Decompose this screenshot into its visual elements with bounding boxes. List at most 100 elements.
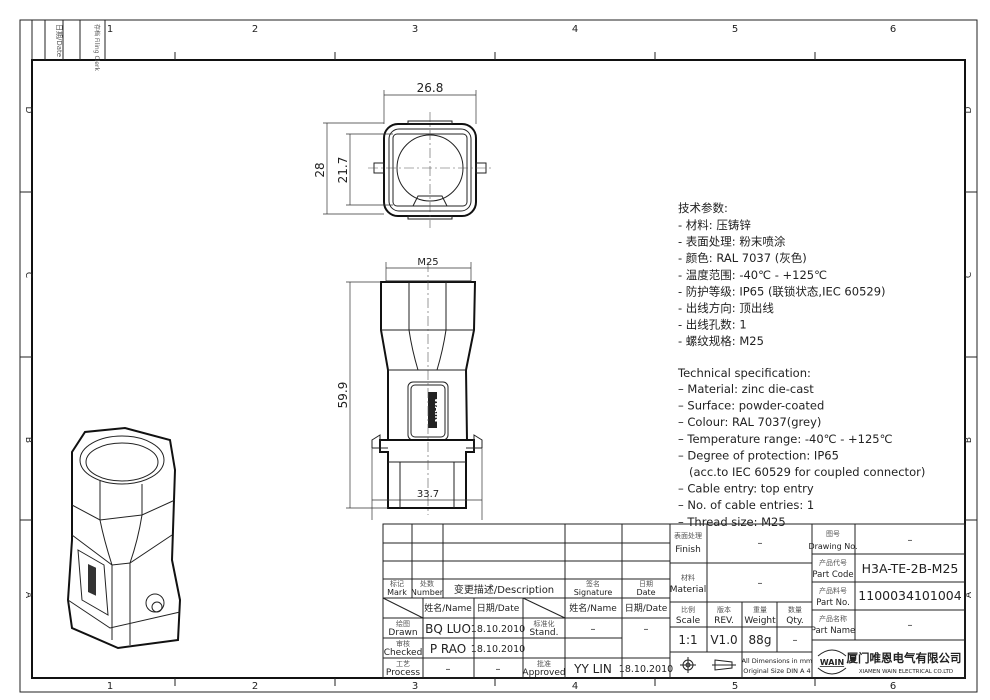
weight-value: 88g — [749, 633, 772, 647]
spec-en-line: – Colour: RAL 7037(grey) — [678, 415, 821, 429]
spec-en-title: Technical specification: — [677, 366, 811, 380]
spec-en-line: – Cable entry: top entry — [678, 482, 814, 496]
process-name: – — [446, 664, 451, 675]
checked-date: 18.10.2010 — [471, 644, 525, 655]
part-no-label: Part No. — [816, 598, 850, 608]
spec-cn-line: - 温度范围: -40℃ - +125℃ — [678, 268, 827, 282]
part-code-value: H3A-TE-2B-M25 — [862, 561, 959, 576]
drawn-cn: 绘图 — [396, 619, 410, 628]
zone-bottom-3: 3 — [412, 681, 418, 692]
process-cn: 工艺 — [396, 660, 410, 668]
drawing-no-cn: 图号 — [826, 530, 840, 538]
company-name-en: XIAMEN WAIN ELECTRICAL CO.LTD — [859, 669, 953, 675]
stand-name: – — [591, 624, 596, 635]
finish-label: Finish — [675, 545, 701, 555]
spec-en-line: – Surface: powder-coated — [678, 399, 824, 413]
spec-cn-line: - 螺纹规格: M25 — [678, 334, 764, 348]
front-view: WAIN M25 59.9 33.7 — [336, 257, 483, 520]
finish-cn: 表面处理 — [674, 531, 702, 540]
spec-en-line: – Thread size: M25 — [678, 515, 786, 529]
name-header-2: 姓名/Name — [569, 602, 617, 614]
number-label: Number — [411, 588, 444, 597]
spec-cn-title: 技术参数: — [678, 201, 728, 215]
material-label: Material — [670, 585, 707, 595]
company-name-cn: 厦门唯恩电气有限公司 — [847, 651, 962, 665]
zone-right-B: B — [964, 437, 974, 443]
zone-left-A: A — [23, 592, 33, 599]
material-value: – — [758, 578, 763, 589]
approved-date: 18.10.2010 — [619, 664, 673, 675]
rev-cn: 版本 — [717, 605, 731, 614]
finish-value: – — [758, 538, 763, 549]
filing-side-label: 存档 Filing Clerk — [93, 24, 101, 71]
date-header-2: 日期/Date — [625, 603, 668, 614]
part-name-label: Part Name — [811, 626, 856, 636]
zone-top-2: 2 — [252, 24, 258, 35]
taper-symbol-icon — [712, 659, 736, 671]
spec-en-line: – Degree of protection: IP65 — [678, 448, 839, 462]
side-label-box: 日期/Date 存档 Filing Clerk — [31, 20, 106, 71]
spec-en-line: – No. of cable entries: 1 — [678, 498, 814, 512]
approved-cn: 批准 — [537, 659, 551, 668]
stand-label: Stand. — [529, 628, 558, 638]
top-view: 26.8 28 21.7 — [313, 81, 492, 228]
date-side-label: 日期/Date — [55, 24, 63, 57]
zone-bottom-2: 2 — [252, 681, 258, 692]
date-cn: 日期 — [639, 580, 653, 588]
qty-value: – — [793, 635, 798, 646]
original-size-note: Original Size DIN A 4 — [743, 667, 810, 675]
part-name-value: – — [908, 620, 913, 631]
drawing-no-value: – — [908, 535, 913, 546]
rev-label: REV. — [714, 616, 734, 626]
number-cn: 处数 — [420, 579, 434, 588]
zone-top-6: 6 — [890, 24, 896, 35]
process-label: Process — [386, 668, 420, 678]
zone-left-D: D — [23, 107, 33, 114]
checked-cn: 审核 — [396, 639, 410, 648]
zone-bottom-4: 4 — [572, 681, 578, 692]
mark-label: Mark — [387, 588, 407, 597]
qty-label: Qty. — [786, 616, 804, 626]
part-code-cn: 产品代号 — [819, 558, 847, 567]
part-no-value: 1100034101004 — [858, 588, 961, 603]
zone-top-1: 1 — [107, 24, 113, 35]
zone-left-B: B — [23, 437, 33, 443]
spec-cn-line: - 出线孔数: 1 — [678, 318, 747, 332]
name-header: 姓名/Name — [424, 602, 472, 614]
title-block: 表面处理 Finish – 材料 Material – 比例 Scale 1:1… — [669, 523, 966, 679]
spec-cn-line: - 防护等级: IP65 (联锁状态,IEC 60529) — [678, 284, 886, 298]
first-angle-projection-icon — [680, 657, 696, 673]
weight-label: Weight — [744, 616, 776, 626]
spec-cn-line: - 颜色: RAL 7037 (灰色) — [678, 251, 807, 265]
dim-inner-height: 21.7 — [336, 157, 350, 184]
stand-cn: 标准化 — [534, 619, 555, 628]
wain-logo-plate — [428, 392, 437, 428]
zone-bottom-6: 6 — [890, 681, 896, 692]
dimensions-note: All Dimensions in mm — [742, 657, 813, 665]
spec-en-line: – Material: zinc die-cast — [678, 382, 814, 396]
part-name-cn: 产品名称 — [819, 614, 847, 623]
wain-company-logo: WAIN — [817, 649, 847, 675]
weight-cn: 重量 — [753, 606, 767, 614]
spec-en-line: (acc.to IEC 60529 for coupled connector) — [678, 465, 925, 479]
scale-label: Scale — [676, 616, 701, 626]
rev-value: V1.0 — [710, 633, 737, 647]
checked-label: Checked — [384, 648, 423, 658]
mark-cn: 标记 — [390, 579, 404, 588]
dim-base-width: 33.7 — [417, 489, 439, 500]
description-header: 变更描述/Description — [454, 583, 554, 596]
drawn-date: 18.10.2010 — [471, 624, 525, 635]
part-no-cn: 产品料号 — [819, 586, 847, 595]
zone-top-3: 3 — [412, 24, 418, 35]
approved-label: Approved — [522, 668, 565, 678]
spec-en-line: – Temperature range: -40℃ - +125℃ — [678, 432, 893, 446]
zone-right-C: C — [964, 272, 974, 278]
dim-thread: M25 — [417, 257, 438, 268]
date-header: 日期/Date — [477, 603, 520, 614]
zone-top-5: 5 — [732, 24, 738, 35]
drawn-label: Drawn — [388, 628, 417, 638]
outer-border — [19, 19, 978, 693]
svg-text:WAIN: WAIN — [820, 658, 844, 667]
